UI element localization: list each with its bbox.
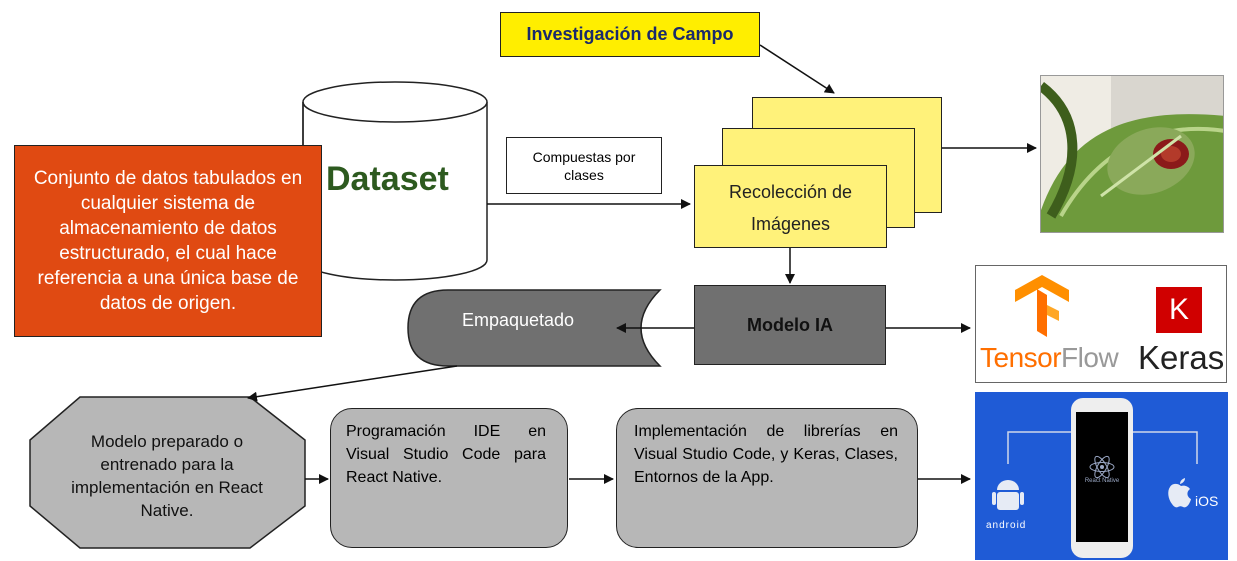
dataset-cylinder [302,81,488,281]
keras-wordmark: Keras [1138,339,1225,376]
investigacion-campo-box: Investigación de Campo [500,12,760,57]
implementacion-box [616,408,918,548]
apple-icon [1168,478,1191,508]
keras-logo-icon: K [1156,287,1202,333]
compuestas-label: Compuestas por clases [532,148,636,183]
programacion-box [330,408,568,548]
android-label: android [986,520,1027,531]
modelo-ia-label: Modelo IA [747,314,833,335]
tensorflow-wordmark: TensorFlow [980,342,1119,374]
leaf-photo [1040,75,1224,233]
recoleccion-label: Recolección de Imágenes [694,168,887,248]
empaquetado-shape [407,289,662,367]
tensorflow-logo-icon [1015,275,1069,337]
ios-label: iOS [1195,493,1219,509]
dataset-label: Dataset [326,160,449,198]
modelo-preparado-text: Modelo preparado o entrenado para la imp… [71,432,263,520]
investigacion-campo-label: Investigación de Campo [526,24,734,44]
connector-arrows [247,44,1037,484]
conjunto-datos-text: Conjunto de datos tabulados en cualquier… [33,168,303,314]
react-native-label: React Native [1084,478,1120,484]
leaf-image [1041,76,1223,232]
react-native-panel: android iOS React Native [975,392,1228,560]
recoleccion-card-front [694,165,887,248]
recoleccion-line1: Recolección de [728,182,853,202]
programacion-text: Programación IDE en Visual Studio Code p… [346,423,546,486]
react-native-graphic [992,398,1198,558]
tensor-text: Tensor [980,342,1062,373]
empaquetado-label: Empaquetado [461,310,575,330]
modelo-ia-box: Modelo IA [694,285,886,365]
recoleccion-line2: Imágenes [750,214,831,234]
implementacion-text: Implementación de librerías en Visual St… [634,423,898,486]
flow-text: Flow [1061,342,1119,373]
conjunto-datos-box: Conjunto de datos tabulados en cualquier… [14,145,322,337]
modelo-preparado-octagon [29,396,306,549]
android-icon [992,480,1024,510]
compuestas-box: Compuestas por clases [506,137,662,194]
